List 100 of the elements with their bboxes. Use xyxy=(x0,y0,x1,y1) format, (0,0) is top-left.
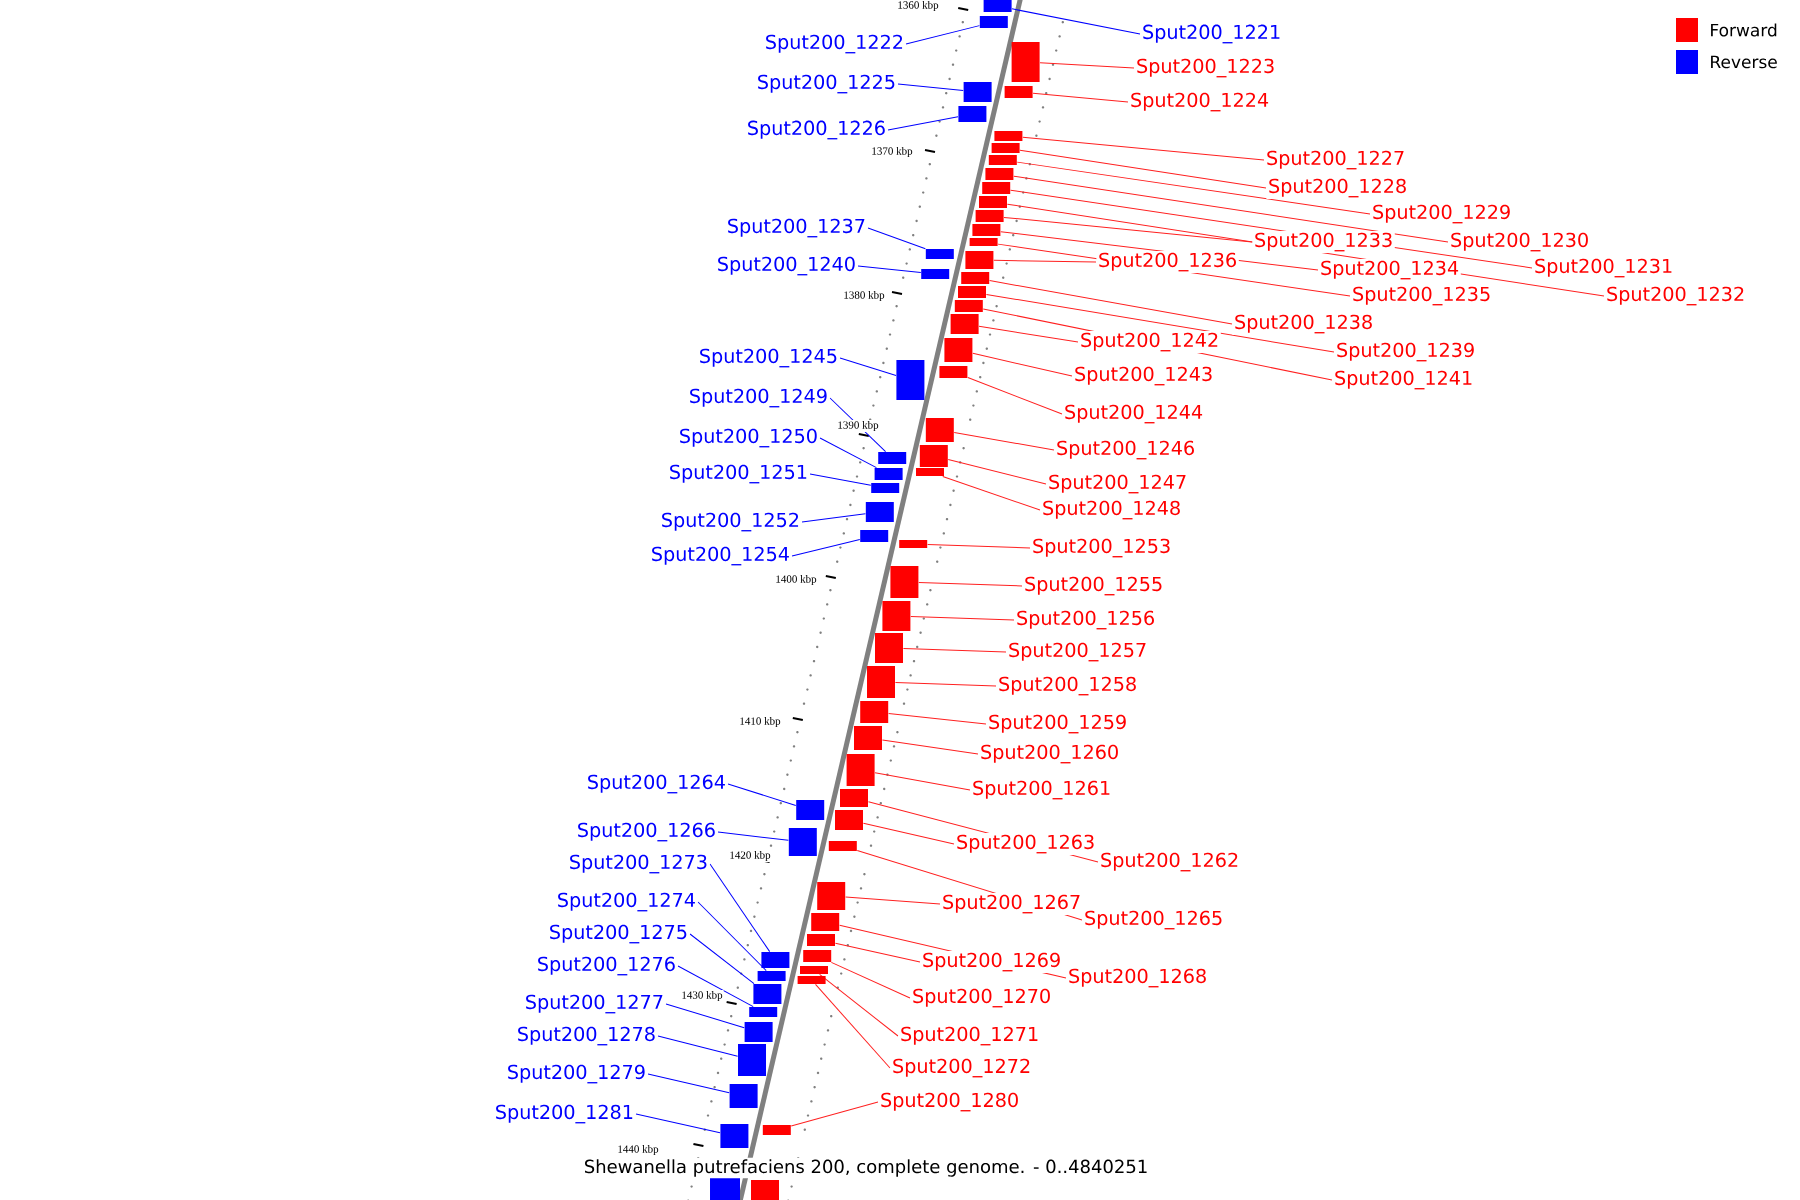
leader-line xyxy=(819,437,877,469)
gene-block xyxy=(916,468,944,476)
leader-line xyxy=(874,772,971,791)
leader-line xyxy=(635,1113,721,1134)
leader-line xyxy=(801,513,866,523)
gene-block xyxy=(803,950,832,962)
leader-line xyxy=(978,325,1079,343)
leader-line xyxy=(947,459,1047,485)
gene-label: Sput200_1232 xyxy=(1604,285,1747,307)
leader-line xyxy=(1016,161,1371,215)
gene-block xyxy=(811,913,840,931)
leader-line xyxy=(967,377,1063,415)
gene-label: Sput200_1273 xyxy=(567,853,710,875)
leader-line xyxy=(888,713,987,725)
gene-label: Sput200_1281 xyxy=(493,1103,636,1125)
gene-label: Sput200_1269 xyxy=(920,951,1063,973)
leader-line xyxy=(897,83,964,92)
leader-line xyxy=(985,293,1335,353)
leader-line xyxy=(902,648,1007,653)
gene-block xyxy=(954,300,983,312)
gene-label: Sput200_1249 xyxy=(687,387,830,409)
gene-label: Sput200_1221 xyxy=(1140,23,1283,45)
leader-line xyxy=(697,901,767,972)
gene-label: Sput200_1231 xyxy=(1532,257,1675,279)
leader-line xyxy=(1039,62,1135,69)
gene-label: Sput200_1226 xyxy=(745,119,888,141)
leader-line xyxy=(689,933,755,985)
gene-label: Sput200_1235 xyxy=(1350,285,1493,307)
gene-block xyxy=(828,841,857,851)
gene-block xyxy=(991,143,1020,153)
gene-label: Sput200_1229 xyxy=(1370,203,1513,225)
leader-line xyxy=(862,822,955,845)
gene-label: Sput200_1224 xyxy=(1128,91,1271,113)
leader-line xyxy=(881,739,979,755)
gene-label: Sput200_1244 xyxy=(1062,403,1205,425)
gene-block xyxy=(867,666,895,698)
gene-block xyxy=(840,789,868,807)
gene-block xyxy=(925,418,954,442)
leader-line xyxy=(953,432,1055,451)
leader-line xyxy=(647,1073,730,1094)
gene-block xyxy=(972,224,1001,236)
gene-block xyxy=(865,502,894,522)
gene-label: Sput200_1261 xyxy=(970,779,1113,801)
gene-block xyxy=(1011,42,1040,82)
gene-label: Sput200_1247 xyxy=(1046,473,1189,495)
gene-block xyxy=(982,182,1011,194)
legend-label: Reverse xyxy=(1711,55,1777,69)
gene-label: Sput200_1254 xyxy=(649,545,792,567)
gene-block xyxy=(965,251,994,269)
leader-line xyxy=(830,961,911,999)
leader-line xyxy=(665,1003,745,1029)
leader-line xyxy=(1003,216,1253,243)
gene-block xyxy=(817,882,846,910)
gene-label: Sput200_1230 xyxy=(1448,231,1591,253)
gene-label: Sput200_1279 xyxy=(505,1063,648,1085)
caption: Shewanella putrefaciens 200, complete genome. - 0..4840251 xyxy=(582,1157,1150,1179)
gene-label: Sput200_1260 xyxy=(978,743,1121,765)
gene-block xyxy=(985,168,1014,180)
leader-line xyxy=(887,116,959,131)
leader-line xyxy=(867,227,926,250)
gene-label: Sput200_1264 xyxy=(585,773,728,795)
leader-line xyxy=(845,896,941,905)
leader-line xyxy=(839,357,897,376)
gene-block xyxy=(762,1125,791,1135)
gene-block xyxy=(958,286,986,298)
leader-line xyxy=(989,280,1233,325)
gene-block xyxy=(729,1084,758,1108)
gene-block xyxy=(979,16,1008,28)
leader-line xyxy=(1022,136,1265,161)
gene-label: Sput200_1234 xyxy=(1318,259,1461,281)
gene-block xyxy=(749,1007,778,1017)
gene-block xyxy=(846,754,875,786)
gene-block xyxy=(925,249,954,259)
gene-block xyxy=(896,360,925,400)
gene-label: Sput200_1238 xyxy=(1232,313,1375,335)
gene-block xyxy=(890,566,919,598)
gene-label: Sput200_1265 xyxy=(1082,909,1225,931)
gene-block xyxy=(950,314,979,334)
gene-block xyxy=(944,338,973,362)
gene-label: Sput200_1240 xyxy=(715,255,858,277)
gene-label: Sput200_1225 xyxy=(755,73,898,95)
gene-block xyxy=(835,810,863,830)
leader-line xyxy=(677,965,754,1008)
gene-label: Sput200_1272 xyxy=(890,1057,1033,1079)
gene-block xyxy=(757,971,786,981)
gene-block xyxy=(961,272,990,284)
leader-line xyxy=(790,1101,879,1127)
gene-block xyxy=(878,452,907,464)
gene-label: Sput200_1256 xyxy=(1014,609,1157,631)
gene-label: Sput200_1276 xyxy=(535,955,678,977)
gene-block xyxy=(744,1022,773,1042)
leader-line xyxy=(709,863,771,953)
gene-label: Sput200_1236 xyxy=(1096,251,1239,273)
gene-label: Sput200_1267 xyxy=(940,893,1083,915)
gene-label: Sput200_1263 xyxy=(954,833,1097,855)
gene-block xyxy=(939,366,968,378)
leader-line xyxy=(1013,175,1449,243)
gene-label: Sput200_1280 xyxy=(878,1091,1021,1113)
gene-block xyxy=(860,701,889,723)
leader-line xyxy=(815,983,891,1069)
